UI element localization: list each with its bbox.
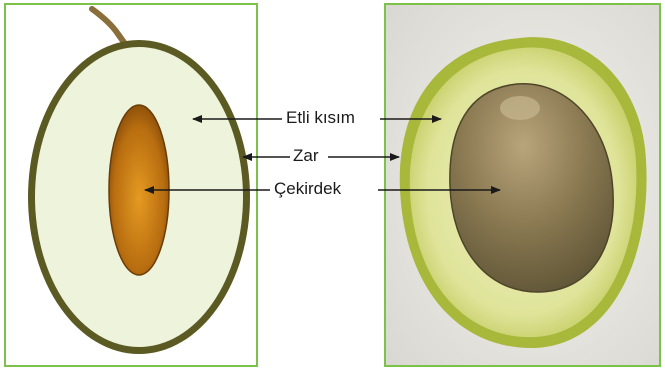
label-flesh: Etli kısım — [283, 108, 358, 128]
label-skin: Zar — [290, 146, 322, 166]
photo-seed-highlight — [500, 96, 540, 120]
label-seed: Çekirdek — [271, 179, 344, 199]
